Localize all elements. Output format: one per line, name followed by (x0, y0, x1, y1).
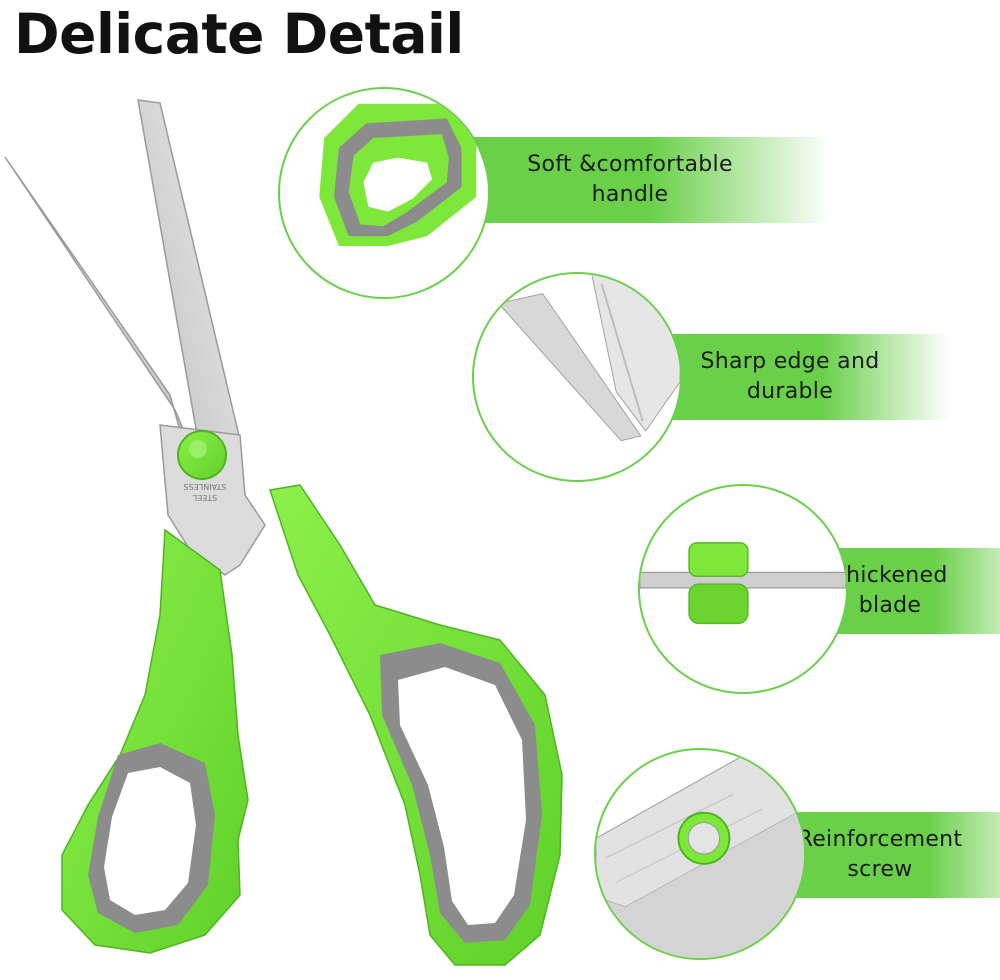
blade-stamp-line2: STEEL (192, 493, 217, 502)
handle-closeup-icon (278, 87, 490, 299)
feature-label: Reinforcement screw (797, 827, 963, 882)
blade-cross-section-icon (638, 484, 848, 694)
feature-label: Thickened blade (832, 563, 948, 618)
blade-edge-closeup-icon (472, 272, 682, 482)
pivot-screw-closeup-icon (594, 748, 806, 960)
feature-banner: Sharp edge and durable (630, 334, 950, 420)
feature-label: Sharp edge and durable (700, 349, 880, 404)
page-title: Delicate Detail (14, 2, 464, 66)
feature-banner: Soft &comfortable handle (430, 137, 830, 223)
feature-label: Soft &comfortable handle (527, 152, 733, 207)
blade-stamp-line1: STAINLESS (184, 482, 227, 491)
scissors-image: STAINLESS STEEL (4, 99, 563, 966)
